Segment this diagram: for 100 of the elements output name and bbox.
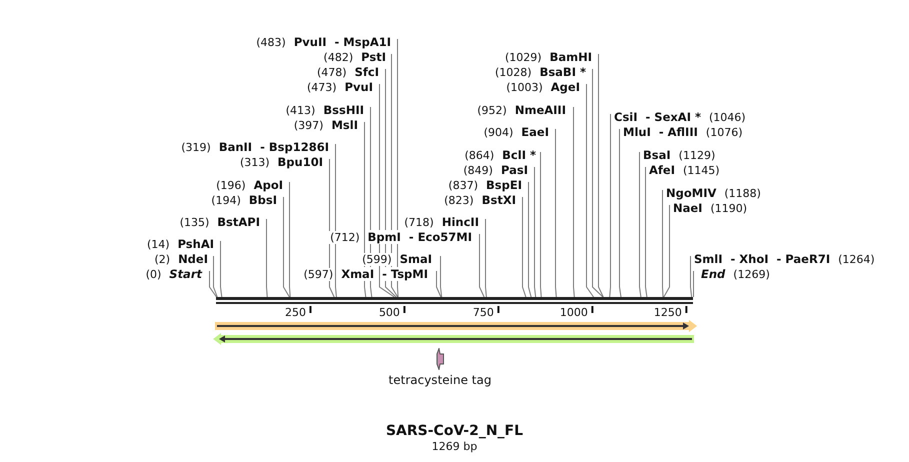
cut-position: (823) [443, 194, 475, 207]
enzyme-name: PshAI [176, 237, 215, 251]
leader-line [379, 84, 395, 298]
enzyme-name: BanII [218, 140, 254, 154]
enzyme-name: BstXI [480, 193, 517, 207]
enzyme-name: - PaeR7I [776, 252, 832, 266]
cut-position: (194) [210, 194, 242, 207]
cut-position: (1046) [708, 111, 747, 124]
cut-position: (597) [302, 268, 334, 281]
enzyme-name: CsiI [613, 110, 639, 124]
scale-number: 750 [472, 306, 494, 319]
cut-position: (14) [146, 238, 171, 251]
enzyme-name: - SexAI * [644, 110, 702, 124]
enzyme-name: NdeI [177, 252, 209, 266]
cut-position: (313) [238, 156, 271, 169]
leader-line [573, 106, 575, 298]
enzyme-name: AgeI [550, 80, 581, 94]
leader-line [283, 196, 290, 298]
enzyme-name: BclI * [501, 148, 537, 162]
cut-position: (1190) [709, 202, 748, 215]
enzyme-name: - AflIII [658, 125, 699, 139]
enzyme-name: - Bsp1286I [259, 140, 330, 154]
leader-line [213, 256, 218, 298]
leader-line [266, 218, 268, 298]
cut-position: (1076) [704, 126, 744, 139]
cut-position: (904) [482, 126, 514, 139]
enzyme-name: ApoI [252, 178, 284, 192]
cut-position: (473) [306, 81, 338, 94]
leader-line [639, 152, 642, 298]
cut-position: (1269) [732, 268, 771, 281]
cut-position: (1145) [682, 164, 721, 177]
leader-line [335, 144, 337, 298]
enzyme-name: XmaI [340, 267, 376, 281]
enzyme-name: PasI [500, 163, 529, 177]
cut-position: (849) [462, 164, 494, 177]
cut-position: (135) [178, 216, 210, 229]
enzyme-name: MluI [622, 125, 652, 139]
cut-position: (196) [215, 179, 247, 192]
scale-number: 250 [284, 306, 306, 319]
leader-line [690, 256, 692, 298]
dna-backbone [216, 297, 693, 304]
cut-position: (478) [316, 66, 348, 79]
enzyme-name: BpmI [366, 230, 402, 244]
cut-position: (413) [284, 104, 316, 117]
leader-line [592, 68, 604, 298]
scale-number: 1000 [558, 306, 588, 319]
leader-line [645, 166, 648, 298]
leader-line [485, 218, 487, 298]
cut-position: (952) [476, 104, 508, 117]
scale-number: 500 [378, 306, 400, 319]
leader-line [555, 128, 557, 298]
cut-position: (864) [464, 149, 496, 162]
leader-line [479, 234, 485, 298]
enzyme-name: - MspA1I [334, 35, 392, 49]
enzyme-name: - Eco57MI [408, 230, 473, 244]
enzyme-name: Bpu10I [276, 155, 324, 169]
leader-line [397, 38, 399, 298]
leader-line [598, 54, 604, 298]
enzyme-name: PvuII [292, 35, 328, 49]
cut-position: (837) [447, 179, 480, 192]
leader-line [209, 270, 217, 298]
leader-line [289, 182, 291, 298]
enzyme-name: BsaBI * [538, 65, 587, 79]
enzyme-name: NaeI [672, 201, 704, 215]
enzyme-name: EaeI [520, 125, 550, 139]
feature-marker [436, 348, 444, 370]
enzyme-name: SmlI [693, 252, 724, 266]
leader-line [220, 240, 222, 298]
enzyme-name: - XhoI [730, 252, 770, 266]
leader-line [609, 114, 611, 298]
leader-line [528, 182, 532, 298]
leader-line [663, 204, 670, 298]
cut-position: (319) [180, 141, 212, 154]
sequence-end-label: End [700, 267, 726, 281]
leader-line [522, 196, 526, 298]
leader-line [619, 128, 622, 298]
cut-position: (1129) [678, 149, 716, 162]
enzyme-name: BstAPI [216, 215, 261, 229]
leader-line [693, 270, 694, 298]
leader-line [534, 166, 536, 298]
cut-position: (482) [322, 51, 354, 64]
cut-position: (718) [403, 216, 435, 229]
enzyme-name: NmeAIII [514, 103, 567, 117]
feature-label: tetracysteine tag [388, 373, 492, 388]
enzyme-name: BsaI [642, 148, 672, 162]
cut-position: (599) [361, 253, 393, 266]
cut-position: (1029) [504, 51, 543, 64]
enzyme-name: BssHII [322, 103, 365, 117]
sequence-length: 1269 bp [432, 440, 478, 453]
enzyme-name: BbsI [248, 193, 278, 207]
cut-position: (712) [329, 231, 361, 244]
enzyme-name: AfeI [648, 163, 676, 177]
enzyme-name: PvuI [344, 80, 374, 94]
enzyme-name: NgoMIV [665, 186, 718, 200]
scale-number: 1250 [652, 306, 682, 319]
enzyme-name: HincII [440, 215, 480, 229]
map-title: SARS-CoV-2_N_FL [386, 423, 524, 440]
leader-line [440, 256, 442, 298]
cut-position: (0) [144, 268, 162, 281]
enzyme-name: PstI [360, 50, 387, 64]
